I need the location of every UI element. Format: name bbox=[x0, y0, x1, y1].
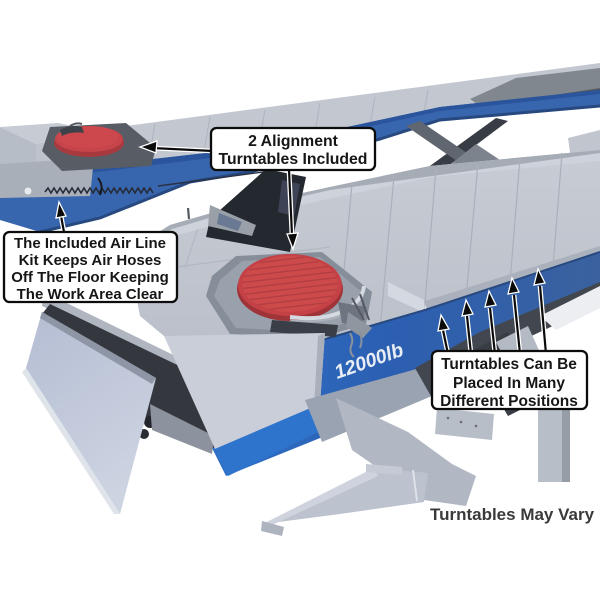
svg-text:Turntables Can Be: Turntables Can Be bbox=[441, 356, 577, 373]
svg-text:2 Alignment: 2 Alignment bbox=[248, 133, 339, 150]
svg-text:Off The Floor Keeping: Off The Floor Keeping bbox=[11, 269, 169, 286]
svg-text:The Included Air Line: The Included Air Line bbox=[14, 235, 166, 252]
svg-text:The Work Area Clear: The Work Area Clear bbox=[17, 286, 164, 303]
svg-text:Different Positions: Different Positions bbox=[440, 393, 578, 410]
svg-text:Turntables May Vary: Turntables May Vary bbox=[430, 505, 595, 524]
svg-text:Kit Keeps Air Hoses: Kit Keeps Air Hoses bbox=[19, 252, 162, 269]
svg-text:Placed In Many: Placed In Many bbox=[453, 375, 565, 392]
svg-text:Turntables Included: Turntables Included bbox=[219, 151, 368, 168]
